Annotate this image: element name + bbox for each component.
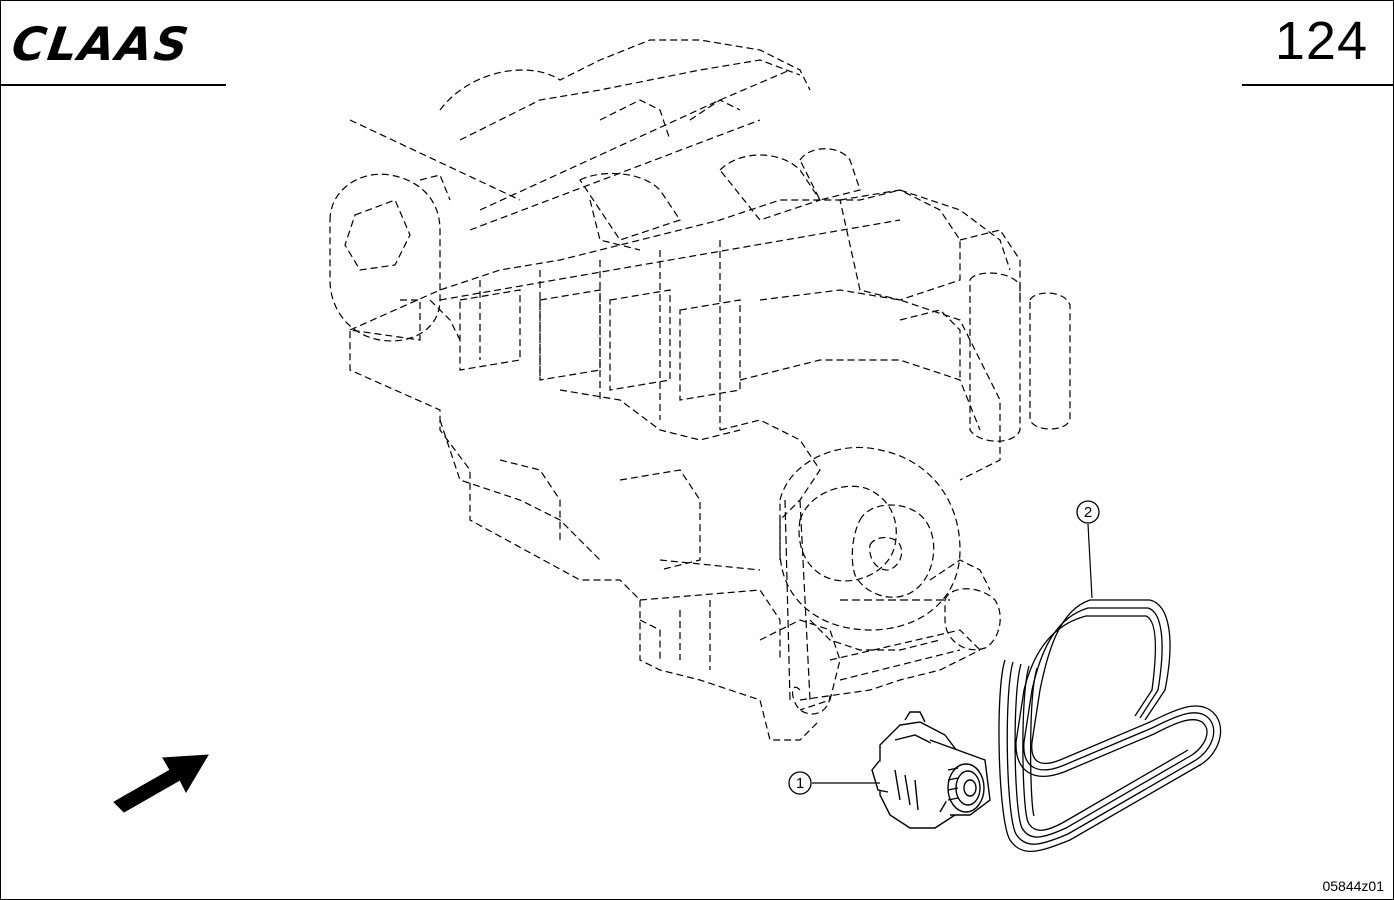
drawing-code: 05844z01 bbox=[1322, 878, 1384, 894]
callout-1-label: 1 bbox=[796, 775, 804, 792]
arrow-up-right-icon bbox=[113, 754, 209, 813]
drive-belt bbox=[998, 599, 1222, 853]
claas-logo: CLAAS bbox=[12, 18, 193, 66]
engine-block-outline bbox=[329, 39, 1071, 741]
header-rule-right bbox=[1242, 84, 1394, 86]
callout-leaders bbox=[812, 523, 1093, 784]
callout-2: 2 bbox=[1076, 500, 1100, 524]
callout-1: 1 bbox=[788, 771, 812, 795]
logo-lettering: CLAAS bbox=[12, 18, 193, 66]
leader-line-2 bbox=[1087, 523, 1093, 599]
page-number: 124 bbox=[1274, 11, 1368, 71]
belt-route-lines bbox=[784, 499, 950, 701]
callout-2-label: 2 bbox=[1084, 504, 1092, 521]
header-rule-left bbox=[0, 84, 226, 86]
alternator bbox=[871, 711, 991, 829]
